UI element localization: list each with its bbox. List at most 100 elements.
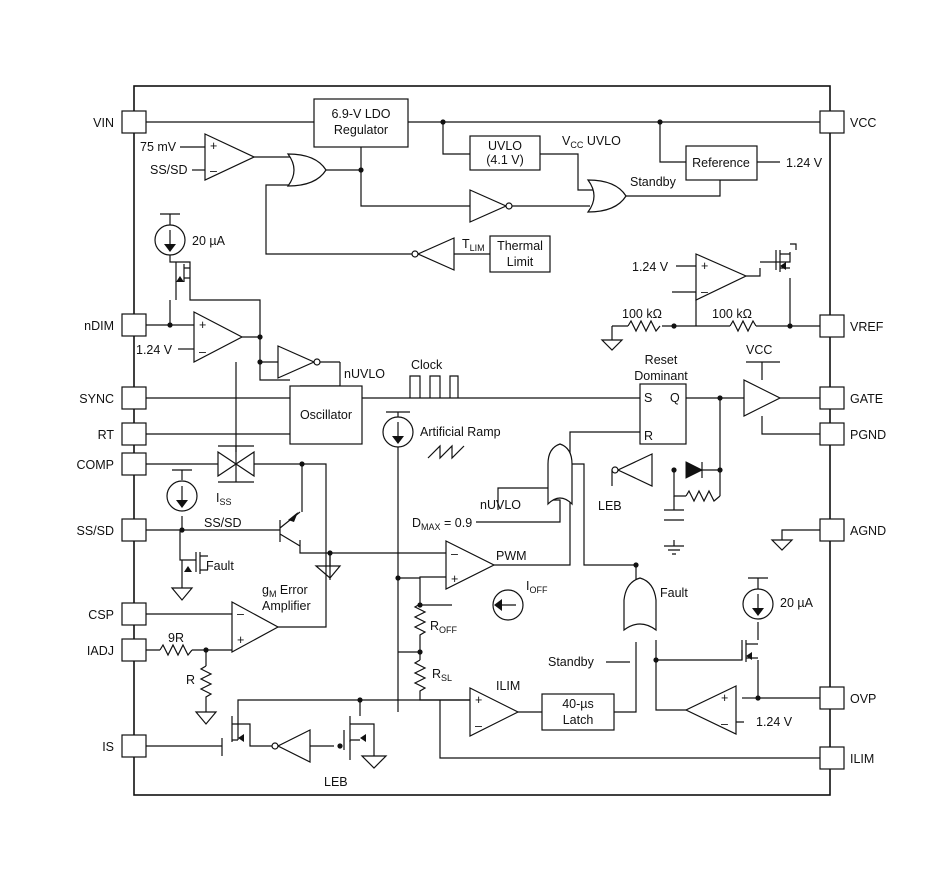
svg-text:+: + bbox=[475, 693, 482, 707]
transmission-gate bbox=[217, 445, 255, 483]
pin-rt bbox=[121, 422, 147, 446]
label-roff: ROFF bbox=[430, 619, 458, 635]
label-sssd-internal: SS/SD bbox=[204, 516, 242, 530]
label-artificial-ramp: Artificial Ramp bbox=[420, 425, 501, 439]
pin-label-sync: SYNC bbox=[79, 392, 114, 406]
latch-40us-block: 40-µs Latch bbox=[541, 693, 615, 731]
junction-dots bbox=[167, 119, 793, 749]
sr-q-label: Q bbox=[670, 391, 680, 405]
pin-vcc bbox=[819, 110, 845, 134]
wires bbox=[146, 121, 820, 760]
label-iss: ISS bbox=[216, 491, 232, 507]
thermal-inverter bbox=[411, 237, 455, 271]
label-ref-out: 1.24 V bbox=[786, 156, 823, 170]
uvlo-label-1: UVLO bbox=[488, 139, 522, 153]
label-vcc-uvlo: VCC UVLO bbox=[562, 134, 621, 150]
ldo-label-1: 6.9-V LDO bbox=[331, 107, 390, 121]
pin-label-sssd: SS/SD bbox=[76, 524, 114, 538]
pin-label-rt: RT bbox=[98, 428, 115, 442]
svg-text:+: + bbox=[451, 572, 458, 586]
pin-sync bbox=[121, 386, 147, 410]
pin-iadj bbox=[121, 638, 147, 662]
error-amplifier: – + bbox=[231, 600, 280, 654]
transistors bbox=[175, 243, 797, 756]
label-rsl: RSL bbox=[432, 667, 452, 683]
reference-label: Reference bbox=[692, 156, 750, 170]
comparator-75mv: + – bbox=[204, 133, 256, 181]
latch-label-2: Latch bbox=[563, 713, 594, 727]
reference-block: Reference bbox=[685, 145, 758, 181]
svg-text:+: + bbox=[210, 139, 217, 153]
diode-leb bbox=[685, 461, 704, 479]
or-gate-top bbox=[286, 153, 327, 187]
pin-csp bbox=[121, 602, 147, 626]
nuvlo-inverter bbox=[277, 345, 321, 379]
current-source-iss bbox=[166, 469, 198, 512]
pin-comp bbox=[121, 452, 147, 476]
label-fault-1: Fault bbox=[206, 559, 234, 573]
vref-amplifier: + – bbox=[695, 253, 748, 301]
pin-label-comp: COMP bbox=[77, 458, 115, 472]
label-9r: 9R bbox=[168, 631, 184, 645]
label-100k-left: 100 kΩ bbox=[622, 307, 662, 321]
oscillator-block: Oscillator bbox=[289, 385, 363, 445]
leb-inverter-top bbox=[611, 453, 653, 487]
uvlo-block: UVLO (4.1 V) bbox=[469, 135, 541, 171]
pins-right: VCC VREF GATE PGND AGND OVP ILIM bbox=[819, 110, 886, 770]
label-dmax: DMAX = 0.9 bbox=[412, 516, 472, 532]
pin-ilim bbox=[819, 746, 845, 770]
pin-label-ilim: ILIM bbox=[850, 752, 874, 766]
current-source-20ua-ovp bbox=[742, 577, 774, 620]
pin-label-is: IS bbox=[102, 740, 114, 754]
label-amplifier: Amplifier bbox=[262, 599, 311, 613]
current-source-20ua-top bbox=[154, 213, 186, 256]
pin-label-vref: VREF bbox=[850, 320, 884, 334]
resistors bbox=[159, 319, 757, 700]
sr-r-label: R bbox=[644, 429, 653, 443]
pin-ndim bbox=[121, 313, 147, 337]
label-75mv: 75 mV bbox=[140, 140, 177, 154]
sr-s-label: S bbox=[644, 391, 652, 405]
thermal-limit-block: Thermal Limit bbox=[489, 235, 551, 273]
label-nuvlo-2: nUVLO bbox=[480, 498, 521, 512]
label-vcc-driver: VCC bbox=[746, 343, 772, 357]
ramp-waveform bbox=[427, 444, 465, 460]
pins-left: VIN nDIM SYNC RT COMP SS/SD CSP IADJ IS bbox=[76, 110, 147, 758]
label-standby-2: Standby bbox=[548, 655, 595, 669]
ilim-comparator: + – bbox=[469, 687, 520, 737]
sr-latch-block: S Q R bbox=[639, 383, 687, 445]
pin-label-ndim: nDIM bbox=[84, 319, 114, 333]
svg-text:–: – bbox=[237, 607, 244, 621]
gate-driver bbox=[743, 379, 782, 417]
chip-outline bbox=[133, 85, 831, 796]
label-100k-right: 100 kΩ bbox=[712, 307, 752, 321]
pin-vref bbox=[819, 314, 845, 338]
svg-text:–: – bbox=[475, 719, 482, 733]
ndim-comparator: + – bbox=[193, 311, 244, 363]
pin-pgnd bbox=[819, 422, 845, 446]
uvlo-inverter bbox=[469, 189, 513, 223]
pin-gate bbox=[819, 386, 845, 410]
label-dominant: Dominant bbox=[634, 369, 688, 383]
label-ndim-ref: 1.24 V bbox=[136, 343, 173, 357]
label-leb-2: LEB bbox=[324, 775, 348, 789]
label-gm-error: gM Error bbox=[262, 583, 308, 599]
label-clock: Clock bbox=[411, 358, 443, 372]
label-pwm: PWM bbox=[496, 549, 527, 563]
pin-is bbox=[121, 734, 147, 758]
label-fault-2: Fault bbox=[660, 586, 688, 600]
label-nuvlo-1: nUVLO bbox=[344, 367, 385, 381]
or-gate-pwm bbox=[547, 443, 573, 506]
label-20ua-top: 20 µA bbox=[192, 234, 226, 248]
leb-inverter-bottom bbox=[271, 729, 311, 763]
pin-ovp bbox=[819, 686, 845, 710]
oscillator-label: Oscillator bbox=[300, 408, 352, 422]
pin-label-vin: VIN bbox=[93, 116, 114, 130]
current-source-artificial-ramp bbox=[382, 416, 414, 448]
uvlo-label-2: (4.1 V) bbox=[486, 153, 524, 167]
or-gate-fault bbox=[623, 577, 657, 632]
ldo-label-2: Regulator bbox=[334, 123, 388, 137]
label-reset: Reset bbox=[645, 353, 678, 367]
latch-label-1: 40-µs bbox=[562, 697, 594, 711]
